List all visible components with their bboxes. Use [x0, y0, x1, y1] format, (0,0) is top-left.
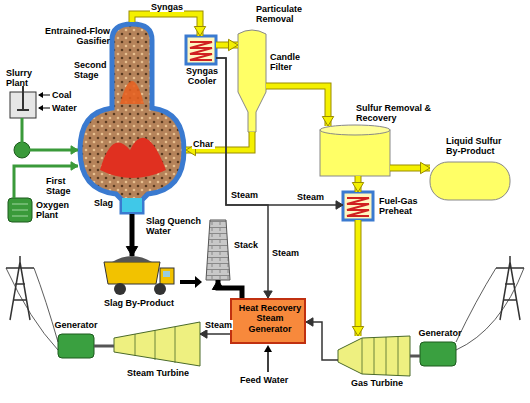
arrowhead	[352, 327, 363, 337]
arrowhead	[71, 162, 78, 170]
arrowhead	[336, 201, 343, 209]
feed-label: Feed Water	[240, 375, 288, 385]
pipe-connector	[266, 86, 334, 126]
pipe-connector	[200, 330, 230, 338]
arrowhead	[212, 280, 223, 290]
node-text: Oxygen Plant	[36, 200, 86, 221]
node-text: Generator	[50, 320, 102, 330]
pipe-line	[186, 132, 252, 150]
syngas-cooler: Syngas Cooler	[186, 36, 216, 64]
input-label: Coal	[52, 90, 72, 100]
arrowhead	[352, 183, 363, 193]
arrowhead	[306, 318, 313, 326]
node-text: Candle Filter	[270, 52, 316, 73]
pipe-connector	[94, 346, 114, 347]
hrsg-box: Heat Recovery Steam Generator	[230, 298, 306, 344]
slag-label: Slag	[94, 198, 113, 208]
arrowhead	[194, 27, 205, 37]
node-text: Slurry Plant	[6, 68, 42, 89]
sulfur-removal: Sulfur Removal & Recovery	[320, 126, 390, 176]
edge-label: Steam	[271, 248, 300, 258]
pipe-connector	[410, 356, 420, 357]
generator: Generator	[420, 342, 456, 366]
pipe-outline	[132, 14, 200, 36]
pipe-connector	[14, 162, 78, 198]
edge-label: Steam	[204, 320, 233, 330]
steam-turbine: Steam Turbine	[114, 322, 200, 366]
arrowhead	[126, 247, 137, 257]
truck: Slag By-Product	[96, 256, 176, 296]
node-text: Particulate Removal	[256, 4, 318, 25]
node-text: Steam Turbine	[118, 368, 198, 378]
pipe-line	[14, 166, 78, 198]
arrowhead	[71, 146, 78, 154]
pipe-line	[410, 355, 420, 358]
node-text: Entrained-Flow Gasifier	[38, 26, 110, 47]
pipe-connector	[126, 214, 137, 256]
edge-label: Syngas	[150, 2, 184, 12]
pipe-outline	[355, 220, 362, 336]
node-text: Gas Turbine	[342, 378, 412, 388]
slurry-plant: Slurry Plant	[10, 92, 36, 118]
pipe-connector	[352, 220, 363, 336]
arrowhead	[421, 162, 431, 173]
pipe-outline	[266, 86, 328, 126]
stage-label: Second Stage	[74, 60, 112, 81]
stage-label: First Stage	[46, 176, 78, 197]
arrowhead	[200, 330, 207, 338]
edge-label: Steam	[296, 192, 325, 202]
steam-label: Steam	[230, 190, 259, 200]
node-text: Generator	[414, 328, 466, 338]
arrowhead	[229, 39, 239, 50]
edge-label: Char	[192, 139, 215, 149]
pipe-connector	[352, 176, 363, 192]
fuel-gas-preheat: Fuel-Gas Preheat	[343, 192, 373, 220]
pipe-line	[306, 322, 338, 360]
pipe-line	[266, 86, 328, 126]
quench-label: Slag Quench Water	[146, 216, 208, 237]
pipe-line	[132, 14, 200, 36]
node-text: Sulfur Removal & Recovery	[356, 103, 448, 124]
pipe-connector	[186, 132, 252, 156]
node-text: Stack	[234, 240, 268, 250]
node-text: Fuel-Gas Preheat	[379, 196, 441, 217]
pipe-line	[216, 58, 268, 298]
pipe-connector	[212, 280, 242, 298]
generator: Generator	[58, 334, 94, 358]
sulfur-tank: Liquid Sulfur By-Product	[430, 162, 510, 200]
arrowhead	[264, 291, 272, 298]
pipe-connector	[22, 118, 78, 154]
pipe-line	[22, 118, 78, 150]
pipe-line	[216, 58, 343, 205]
node-text: Heat Recovery Steam Generator	[235, 303, 305, 334]
pipe-outline	[186, 132, 252, 150]
pipe-connector	[216, 58, 343, 209]
pipe-connector	[216, 58, 272, 298]
pipe-line	[356, 220, 361, 336]
pipe-connector	[216, 39, 238, 50]
stack: Stack	[206, 220, 230, 280]
node-text: Syngas Cooler	[183, 66, 221, 87]
node-text: Slag By-Product	[104, 298, 200, 308]
pipe-connector	[390, 162, 430, 173]
arrowhead	[322, 117, 333, 127]
oxygen-plant: Oxygen Plant	[8, 198, 32, 222]
gasifier: Entrained-Flow Gasifier	[78, 22, 186, 214]
candle-filter: Particulate RemovalCandle Filter	[238, 30, 266, 132]
input-label: Water	[52, 103, 77, 113]
pipe-connector	[306, 318, 338, 360]
node-text: Liquid Sulfur By-Product	[446, 136, 512, 157]
pipe-line	[94, 345, 114, 348]
gas-turbine: Gas Turbine	[338, 336, 410, 376]
pipe-connector	[132, 14, 206, 36]
